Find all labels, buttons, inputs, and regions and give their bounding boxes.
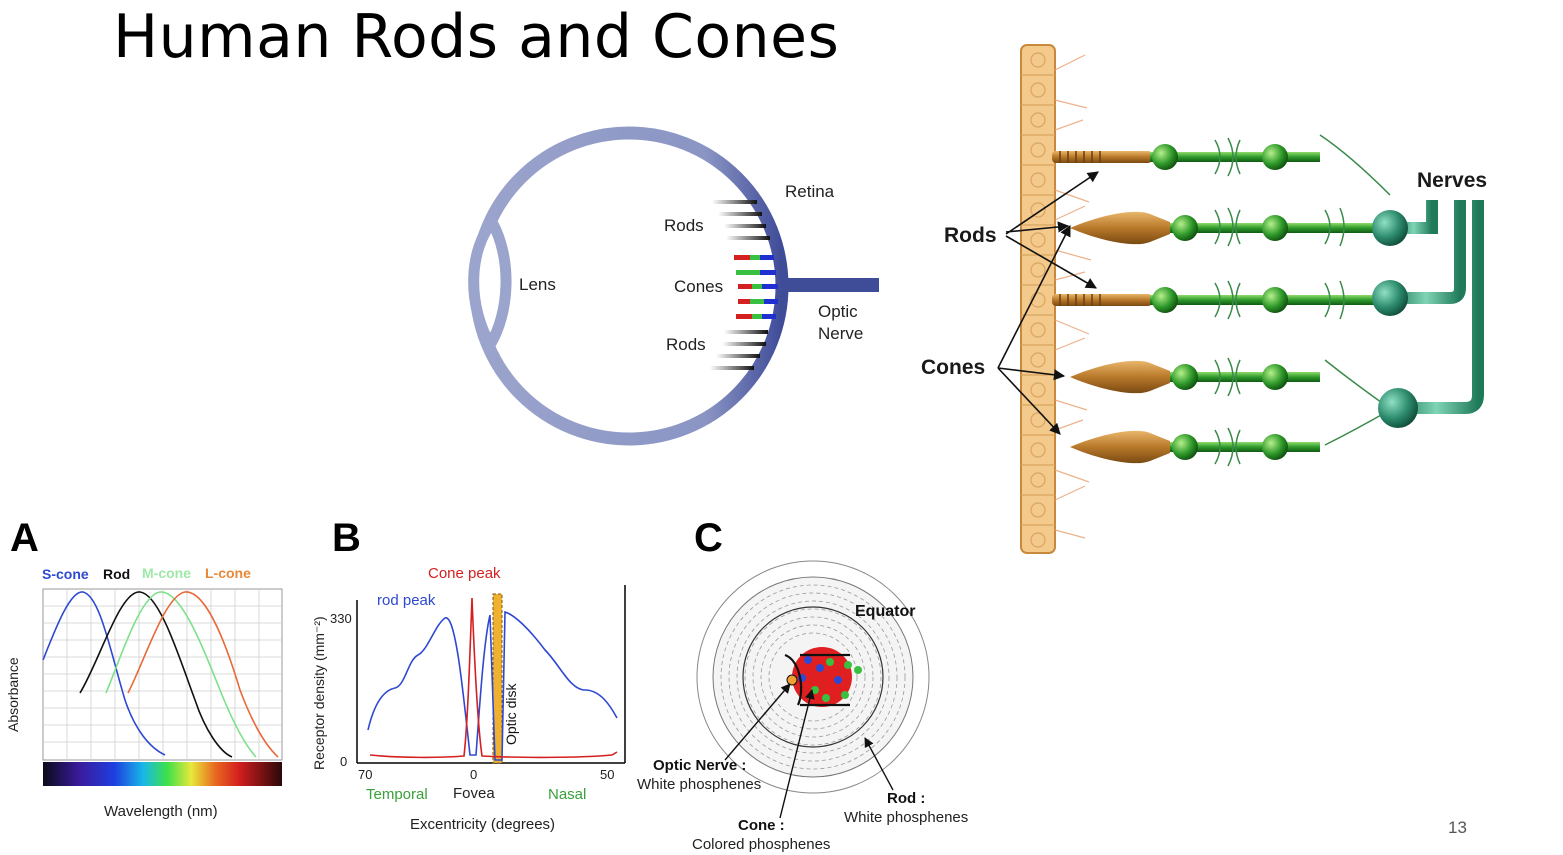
y-tick-0: 0 xyxy=(340,754,347,769)
rods-bottom-label: Rods xyxy=(666,335,706,354)
rod-density-curve xyxy=(367,610,618,761)
temporal-label: Temporal xyxy=(366,786,428,803)
panel-c: C E xyxy=(637,516,968,853)
optic-label-1: Optic xyxy=(818,302,858,321)
lens-label: Lens xyxy=(519,275,556,294)
rods-bars-bottom xyxy=(710,330,768,370)
curve-rod xyxy=(79,591,233,758)
legend-s-cone: S-cone xyxy=(42,566,89,582)
rods-top-label: Rods xyxy=(664,216,704,235)
retina-outer-circle xyxy=(696,560,930,794)
cone-label: Cone : xyxy=(738,817,785,834)
optic-disk-dot xyxy=(786,674,798,686)
bipolar-chain-row2 xyxy=(1170,207,1385,247)
panel-a: A S-cone Rod M-cone L-cone Absorbance Wa… xyxy=(5,516,283,820)
rod-sub: White phosphenes xyxy=(844,809,968,826)
equator-label: Equator xyxy=(855,603,915,620)
rod-cell-1 xyxy=(1052,151,1152,163)
bipolar-chain-row1 xyxy=(1150,134,1391,196)
cone-sub: Colored phosphenes xyxy=(692,836,830,853)
cone-bars xyxy=(734,255,778,319)
photoreceptor-diagram: Rods Cones Nerves xyxy=(921,44,1487,554)
fovea-label: Fovea xyxy=(453,785,495,802)
nasal-label: Nasal xyxy=(548,786,586,803)
panel-b-letter: B xyxy=(332,516,361,560)
slide-title: Human Rods and Cones xyxy=(113,2,840,72)
panel-a-plot-frame xyxy=(42,588,283,761)
x-tick-0: 0 xyxy=(470,767,477,782)
spectrum-bar xyxy=(43,762,282,786)
cone-cell-3 xyxy=(1070,430,1170,464)
nerves-label: Nerves xyxy=(1417,169,1487,192)
cone-cell-2 xyxy=(1070,360,1170,394)
retina-label: Retina xyxy=(785,182,835,201)
optic-nerve xyxy=(782,278,879,292)
optic-disk-band xyxy=(492,593,503,764)
cone-density-curve xyxy=(369,597,618,759)
ganglion-cells xyxy=(1372,200,1484,428)
rods-bars-top xyxy=(712,200,770,240)
eye-diagram: Retina Rods Lens Cones Optic Nerve Rods xyxy=(468,126,879,446)
pointer-arrows xyxy=(997,171,1099,435)
bipolar-chain-row4 xyxy=(1170,357,1386,406)
panel-c-letter: C xyxy=(694,516,723,560)
panel-a-letter: A xyxy=(10,516,39,560)
rods-pointer-label: Rods xyxy=(944,224,997,247)
equator-circle xyxy=(742,606,884,748)
panel-a-ylabel: Absorbance xyxy=(5,657,21,732)
cone-peak-label: Cone peak xyxy=(428,565,501,582)
optic-label-2: Nerve xyxy=(818,324,863,343)
bipolar-chain-row5 xyxy=(1170,409,1391,467)
lens xyxy=(468,212,512,357)
x-tick-50: 50 xyxy=(600,767,614,782)
panel-a-xlabel: Wavelength (nm) xyxy=(104,803,218,820)
panel-c-pointers xyxy=(724,683,894,819)
rod-peak-label: rod peak xyxy=(377,592,436,609)
panel-b-ylabel: Receptor density (mm⁻²) xyxy=(311,616,327,770)
legend-m-cone: M-cone xyxy=(142,565,191,581)
legend-l-cone: L-cone xyxy=(205,565,251,581)
page-number: 13 xyxy=(1448,818,1467,837)
x-tick-70: 70 xyxy=(358,767,372,782)
optic-nerve-sub: White phosphenes xyxy=(637,776,761,793)
rod-cell-2 xyxy=(1052,294,1152,306)
cone-cell-1 xyxy=(1070,211,1170,245)
legend-rod: Rod xyxy=(103,566,130,582)
panel-b: B Cone peak rod peak Receptor density (m… xyxy=(311,516,626,833)
optic-disk-label: Optic disk xyxy=(503,683,519,745)
optic-nerve-label: Optic Nerve : xyxy=(653,757,746,774)
bipolar-chain-row3 xyxy=(1150,280,1380,320)
rod-label: Rod : xyxy=(887,790,925,807)
cones-label: Cones xyxy=(674,277,723,296)
curve-l-cone xyxy=(127,591,279,758)
cones-pointer-label: Cones xyxy=(921,356,985,379)
panel-b-xlabel: Excentricity (degrees) xyxy=(410,816,555,833)
y-tick-330: 330 xyxy=(330,611,352,626)
panel-a-grid xyxy=(43,589,282,760)
curve-m-cone xyxy=(105,591,257,758)
rod-dot-rings xyxy=(720,584,906,770)
curve-s-cone xyxy=(42,591,166,756)
